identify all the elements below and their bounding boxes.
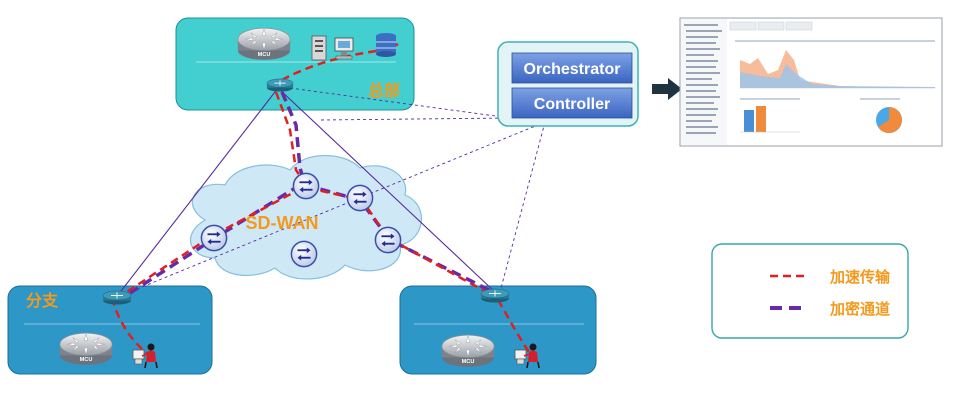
mcu-icon: [237, 27, 291, 61]
hq-router-icon[interactable]: [266, 78, 294, 92]
orchestration-links: [119, 87, 546, 297]
orchestrator-panel: Orchestrator Controller: [497, 41, 639, 127]
wan-router-icon[interactable]: [346, 184, 374, 212]
branch-left-label: 分支: [26, 291, 59, 310]
wan-router-icon[interactable]: [374, 226, 402, 254]
desktop-icon: [334, 37, 354, 60]
wan-router-icon[interactable]: [200, 224, 228, 252]
mcu-icon: [59, 332, 113, 366]
wan-router-icon[interactable]: [292, 172, 320, 200]
arrow-right-icon: [652, 78, 682, 100]
legend-encrypted-label: 加密通道: [829, 300, 890, 318]
controller-label: Controller: [534, 96, 610, 113]
control-links: [117, 87, 496, 296]
mcu-icon: [441, 334, 495, 368]
legend-accelerated-label: 加速传输: [829, 268, 891, 286]
orchestrator-button[interactable]: [511, 52, 633, 84]
sd-wan-label: SD-WAN: [246, 213, 319, 233]
database-icon: [376, 33, 396, 57]
controller-button[interactable]: [511, 87, 633, 119]
dashboard-thumbnail[interactable]: [679, 17, 943, 147]
hq-label: 总部: [368, 81, 400, 100]
server-icon: [311, 35, 327, 61]
hq-region: [175, 17, 415, 111]
orchestrator-label: Orchestrator: [524, 61, 621, 78]
branch-left-region: [7, 285, 213, 375]
wan-router-icon[interactable]: [290, 240, 318, 268]
legend: 加速传输 加密通道: [711, 243, 909, 339]
branch-right-router-icon[interactable]: [480, 288, 510, 303]
branch-left-router-icon[interactable]: [102, 290, 132, 305]
